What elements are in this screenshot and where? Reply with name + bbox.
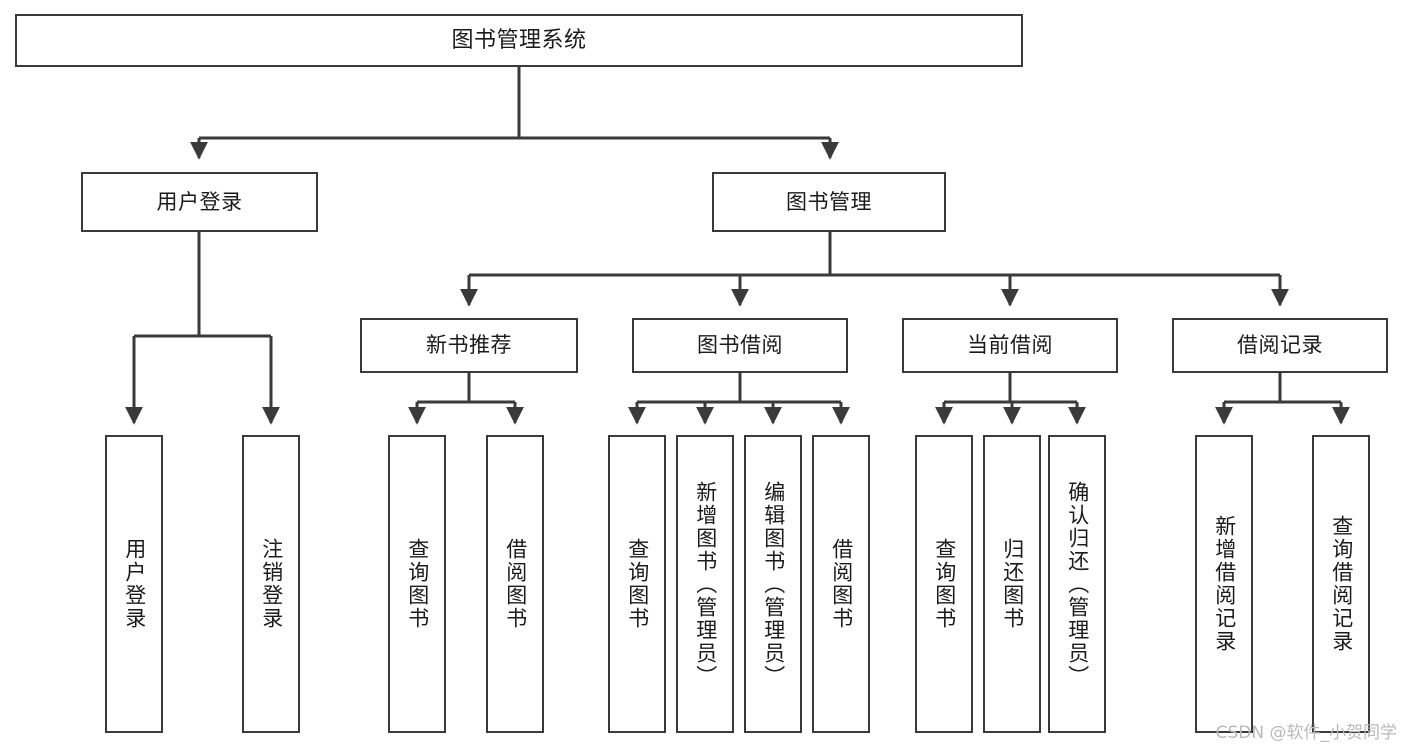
node-label: 确认归还（管理员） xyxy=(1065,480,1090,688)
node-book-borrow[interactable]: 图书借阅 xyxy=(632,318,848,373)
node-label: 新增图书（管理员） xyxy=(693,480,718,688)
node-label: 借阅图书 xyxy=(503,538,528,630)
node-leaf-confirm-return[interactable]: 确认归还（管理员） xyxy=(1048,435,1106,733)
node-label: 查询图书 xyxy=(932,538,957,630)
node-borrow-record[interactable]: 借阅记录 xyxy=(1172,318,1388,373)
node-label: 借阅图书 xyxy=(829,538,854,630)
node-label: 用户登录 xyxy=(122,538,147,630)
node-label: 新书推荐 xyxy=(426,333,512,358)
node-leaf-logout[interactable]: 注销登录 xyxy=(242,435,300,733)
node-leaf-return-book[interactable]: 归还图书 xyxy=(983,435,1041,733)
node-leaf-borrow-book-recommend[interactable]: 借阅图书 xyxy=(486,435,544,733)
node-label: 归还图书 xyxy=(1000,538,1025,630)
node-leaf-borrow-book[interactable]: 借阅图书 xyxy=(812,435,870,733)
node-label: 借阅记录 xyxy=(1237,333,1323,358)
node-label: 查询图书 xyxy=(625,538,650,630)
node-leaf-query-book-recommend[interactable]: 查询图书 xyxy=(388,435,446,733)
node-label: 当前借阅 xyxy=(967,333,1053,358)
node-current-borrow[interactable]: 当前借阅 xyxy=(902,318,1118,373)
node-user-login[interactable]: 用户登录 xyxy=(81,172,318,232)
node-root-book-management-system[interactable]: 图书管理系统 xyxy=(15,14,1023,67)
node-label: 查询图书 xyxy=(405,538,430,630)
node-leaf-edit-book[interactable]: 编辑图书（管理员） xyxy=(744,435,802,733)
node-label: 用户登录 xyxy=(156,189,243,214)
node-label: 图书借阅 xyxy=(697,333,783,358)
node-leaf-query-borrow-record[interactable]: 查询借阅记录 xyxy=(1312,435,1370,733)
node-new-book-recommend[interactable]: 新书推荐 xyxy=(360,318,578,373)
node-leaf-add-borrow-record[interactable]: 新增借阅记录 xyxy=(1195,435,1253,733)
node-leaf-user-login[interactable]: 用户登录 xyxy=(105,435,163,733)
node-label: 注销登录 xyxy=(259,538,284,630)
node-leaf-add-book[interactable]: 新增图书（管理员） xyxy=(676,435,734,733)
watermark-text: CSDN @软件_小贺同学 xyxy=(1215,723,1397,743)
node-book-management[interactable]: 图书管理 xyxy=(712,172,946,232)
node-label: 新增借阅记录 xyxy=(1212,515,1237,653)
node-label: 图书管理 xyxy=(786,189,872,214)
node-leaf-query-book-borrow[interactable]: 查询图书 xyxy=(608,435,666,733)
node-label: 查询借阅记录 xyxy=(1329,515,1354,653)
node-label: 图书管理系统 xyxy=(451,27,587,53)
node-label: 编辑图书（管理员） xyxy=(761,480,786,688)
node-leaf-query-book-current[interactable]: 查询图书 xyxy=(915,435,973,733)
